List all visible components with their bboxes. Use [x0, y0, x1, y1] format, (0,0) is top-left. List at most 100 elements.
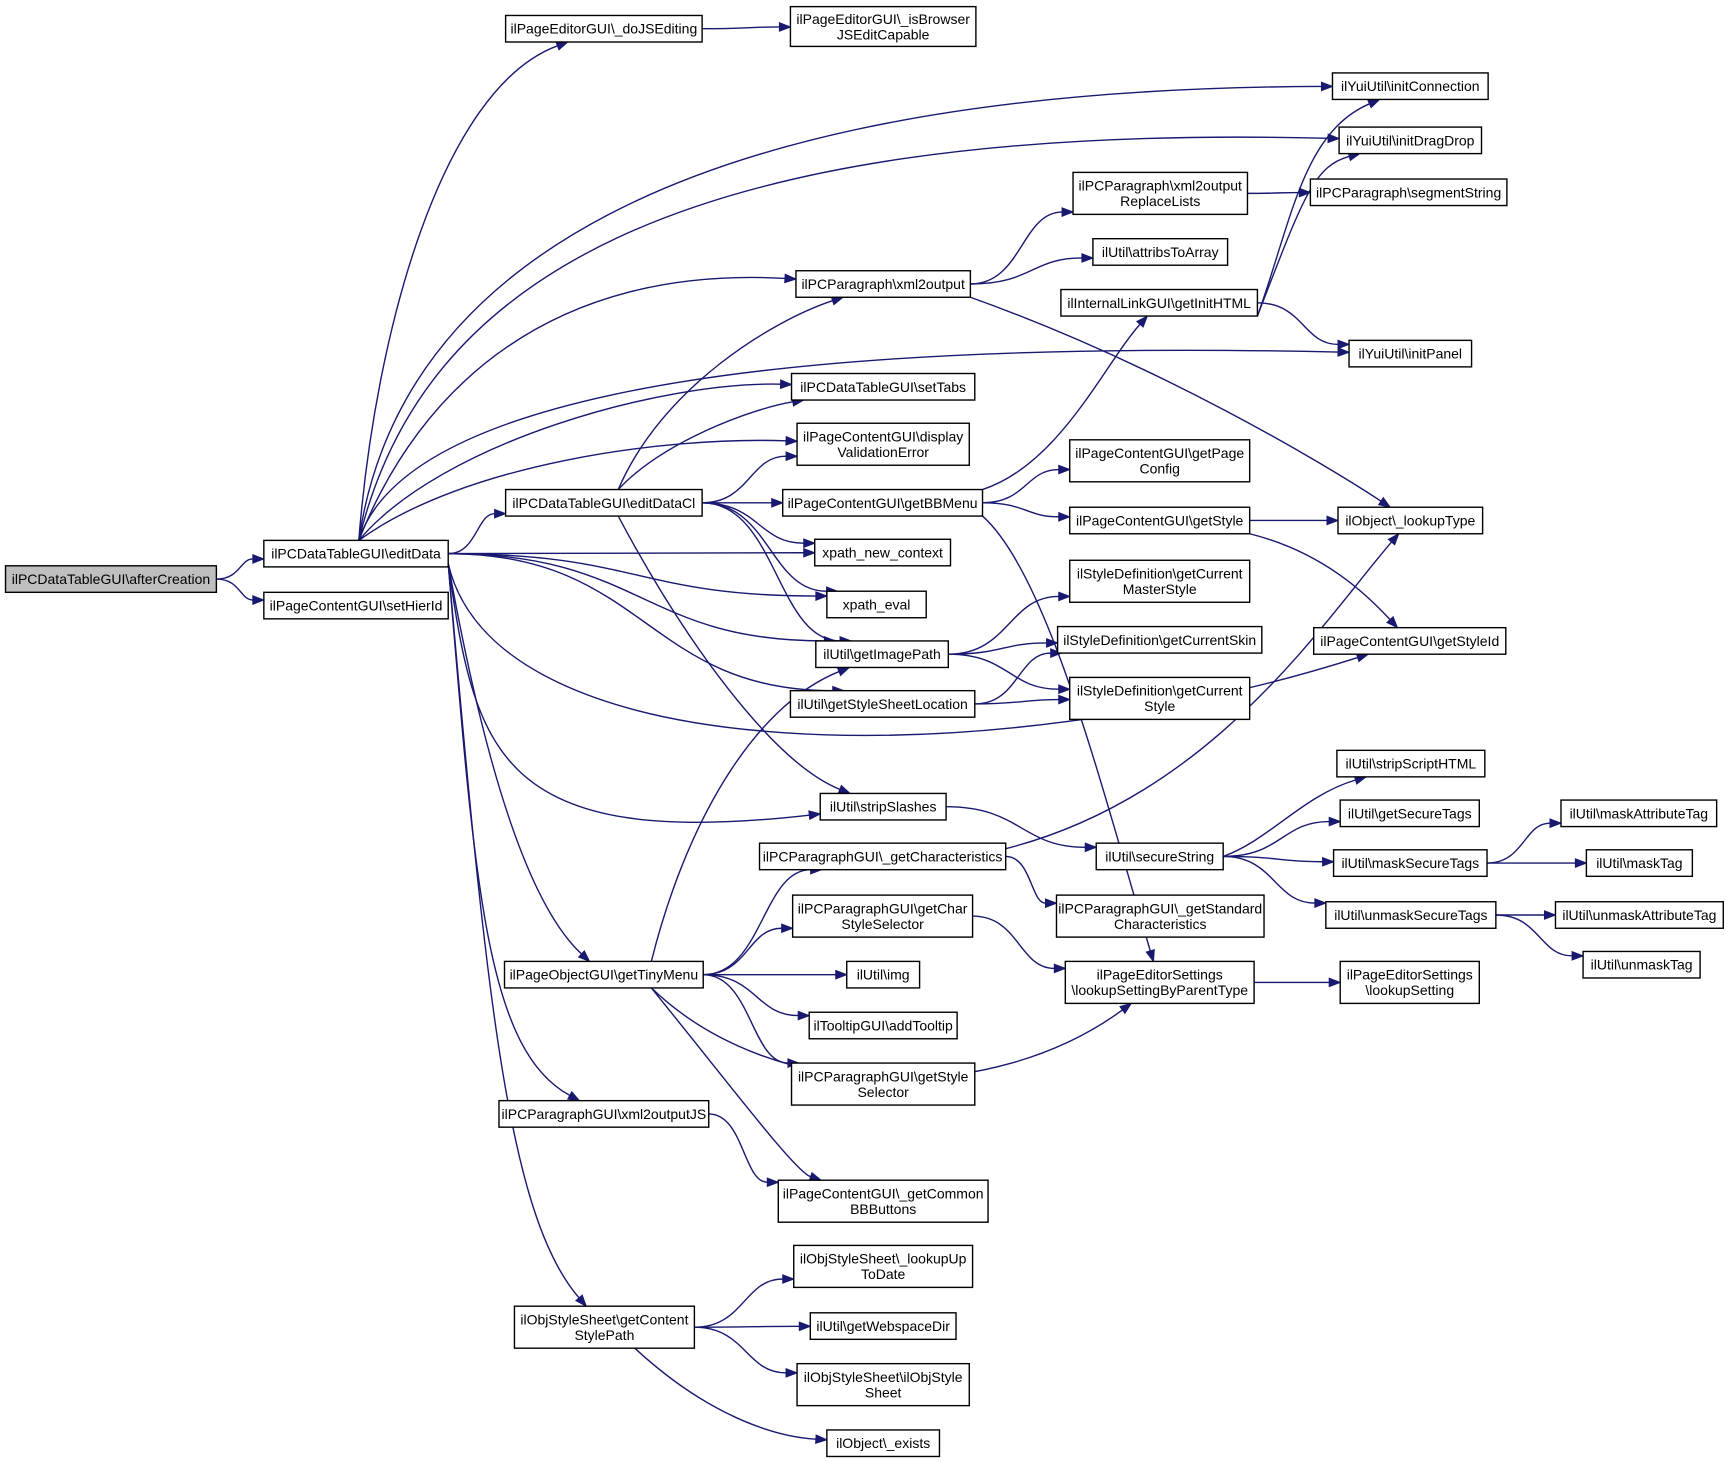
edge-line — [703, 973, 799, 1017]
node-box — [777, 1179, 989, 1223]
node-label: Style — [1144, 698, 1175, 714]
function-node-n5[interactable]: ilYuiUtil\initConnection — [1331, 72, 1489, 101]
edge-line — [972, 915, 1055, 970]
node-box — [1339, 799, 1480, 828]
function-node-n0[interactable]: ilPCDataTableGUI\afterCreation — [4, 565, 218, 594]
call-edge-n1-n14 — [358, 435, 799, 541]
node-box — [1338, 126, 1483, 155]
function-node-n1[interactable]: ilPCDataTableGUI\editData — [263, 539, 449, 568]
edge-line — [358, 85, 1322, 541]
call-edge-n1-n41 — [447, 563, 591, 963]
function-node-n20[interactable]: xpath_new_context — [814, 538, 952, 567]
edge-arrowhead — [1050, 648, 1064, 659]
function-node-n39[interactable]: ilUtil\unmaskAttributeTag — [1554, 901, 1724, 929]
call-edge-n41-n46 — [703, 973, 801, 1068]
node-box — [815, 640, 949, 669]
function-node-n47[interactable]: ilPCParagraphGUI\xml2outputJS — [498, 1099, 710, 1128]
function-node-n43[interactable]: ilPageEditorSettings\lookupSettingByPare… — [1064, 960, 1255, 1005]
node-label: ilUtil\unmaskAttributeTag — [1562, 907, 1716, 923]
call-edge-n26-n23 — [974, 648, 1064, 705]
edge-line — [694, 1278, 783, 1328]
function-node-n37[interactable]: ilPCParagraphGUI\_getStandardCharacteris… — [1055, 894, 1265, 938]
node-box — [1064, 960, 1255, 1005]
function-node-n35[interactable]: ilUtil\maskTag — [1585, 849, 1694, 878]
call-edge-n16-n13 — [617, 397, 806, 491]
call-edge-n1-n26 — [448, 552, 846, 696]
function-node-n24[interactable]: ilPageContentGUI\getStyleId — [1313, 626, 1507, 655]
call-edge-n1-n10 — [358, 273, 798, 541]
edge-arrowhead — [1058, 591, 1072, 602]
function-node-n38[interactable]: ilUtil\unmaskSecureTags — [1325, 901, 1497, 929]
function-node-n44[interactable]: ilPageEditorSettings\lookupSetting — [1339, 960, 1480, 1005]
function-node-n6[interactable]: ilYuiUtil\initDragDrop — [1338, 126, 1483, 155]
function-node-n3[interactable]: ilPageEditorGUI\_doJSEditing — [504, 14, 703, 43]
function-node-n40[interactable]: ilUtil\unmaskTag — [1582, 950, 1701, 979]
function-node-n25[interactable]: ilUtil\getImagePath — [815, 640, 949, 669]
function-node-n42[interactable]: ilUtil\img — [846, 960, 921, 989]
function-node-n41[interactable]: ilPageObjectGUI\getTinyMenu — [503, 960, 704, 989]
function-node-n13[interactable]: ilPCDataTableGUI\setTabs — [790, 372, 976, 401]
node-box — [504, 14, 703, 43]
call-edge-n34-n31 — [1487, 818, 1563, 864]
edge-arrowhead — [1058, 464, 1072, 475]
function-node-n26[interactable]: ilUtil\getStyleSheetLocation — [789, 689, 976, 718]
call-edges — [216, 22, 1588, 1445]
function-node-n30[interactable]: ilUtil\getSecureTags — [1339, 799, 1480, 828]
function-node-n10[interactable]: ilPCParagraph\xml2output — [795, 270, 972, 298]
function-node-n8[interactable]: ilPCParagraph\segmentString — [1309, 178, 1508, 207]
node-box — [1069, 676, 1251, 721]
function-node-n29[interactable]: ilUtil\stripSlashes — [819, 792, 947, 821]
function-node-n17[interactable]: ilPageContentGUI\getBBMenu — [782, 488, 984, 517]
edge-line — [982, 468, 1059, 504]
edge-arrowhead — [1084, 842, 1098, 853]
node-label: ilUtil\getStyleSheetLocation — [797, 696, 967, 712]
function-node-n23[interactable]: ilStyleDefinition\getCurrentSkin — [1056, 625, 1263, 654]
function-node-n45[interactable]: ilTooltipGUI\addTooltip — [808, 1011, 958, 1040]
edge-arrowhead — [1337, 339, 1351, 350]
call-edge-n43-n44 — [1254, 977, 1342, 988]
node-label: ilPCDataTableGUI\setTabs — [800, 379, 966, 395]
function-node-n18[interactable]: ilPageContentGUI\getStyle — [1069, 506, 1251, 535]
edge-line — [702, 26, 780, 30]
edge-arrowhead — [785, 451, 799, 462]
node-box — [1331, 72, 1489, 101]
node-box — [826, 1429, 941, 1458]
node-label: ilPageContentGUI\getStyleId — [1320, 633, 1499, 649]
node-box — [1325, 901, 1497, 929]
function-node-n34[interactable]: ilUtil\maskSecureTags — [1332, 849, 1488, 878]
function-node-n22[interactable]: xpath_eval — [826, 590, 927, 619]
edge-line — [358, 383, 781, 541]
function-node-n19[interactable]: ilObject\_lookupType — [1337, 506, 1484, 535]
function-node-n16[interactable]: ilPCDataTableGUI\editDataCl — [504, 488, 703, 517]
function-node-n32[interactable]: ilPCParagraphGUI\_getCharacteristics — [758, 842, 1007, 871]
function-node-n12[interactable]: ilYuiUtil\initPanel — [1348, 339, 1473, 368]
function-node-n33[interactable]: ilUtil\secureString — [1095, 842, 1224, 871]
node-box — [513, 1305, 696, 1349]
function-node-n2[interactable]: ilPageContentGUI\setHierId — [263, 591, 449, 620]
edge-arrowhead — [1058, 694, 1072, 705]
function-node-n53[interactable]: ilObject\_exists — [826, 1429, 941, 1458]
function-node-n11[interactable]: ilInternalLinkGUI\getInitHTML — [1060, 288, 1259, 317]
function-node-n51[interactable]: ilUtil\getWebspaceDir — [809, 1312, 957, 1341]
function-node-n52[interactable]: ilObjStyleSheet\ilObjStyleSheet — [796, 1362, 970, 1407]
function-node-n28[interactable]: ilUtil\stripScriptHTML — [1336, 749, 1486, 778]
node-box — [796, 422, 970, 466]
function-node-n9[interactable]: ilUtil\attribsToArray — [1092, 237, 1229, 266]
node-box — [790, 372, 976, 401]
node-label: ilObjStyleSheet\_lookupUp — [800, 1251, 967, 1267]
call-edge-n33-n34 — [1223, 855, 1335, 867]
function-node-n31[interactable]: ilUtil\maskAttributeTag — [1560, 799, 1718, 828]
node-label: ilStyleDefinition\getCurrent — [1077, 566, 1243, 582]
edge-line — [1223, 855, 1315, 904]
